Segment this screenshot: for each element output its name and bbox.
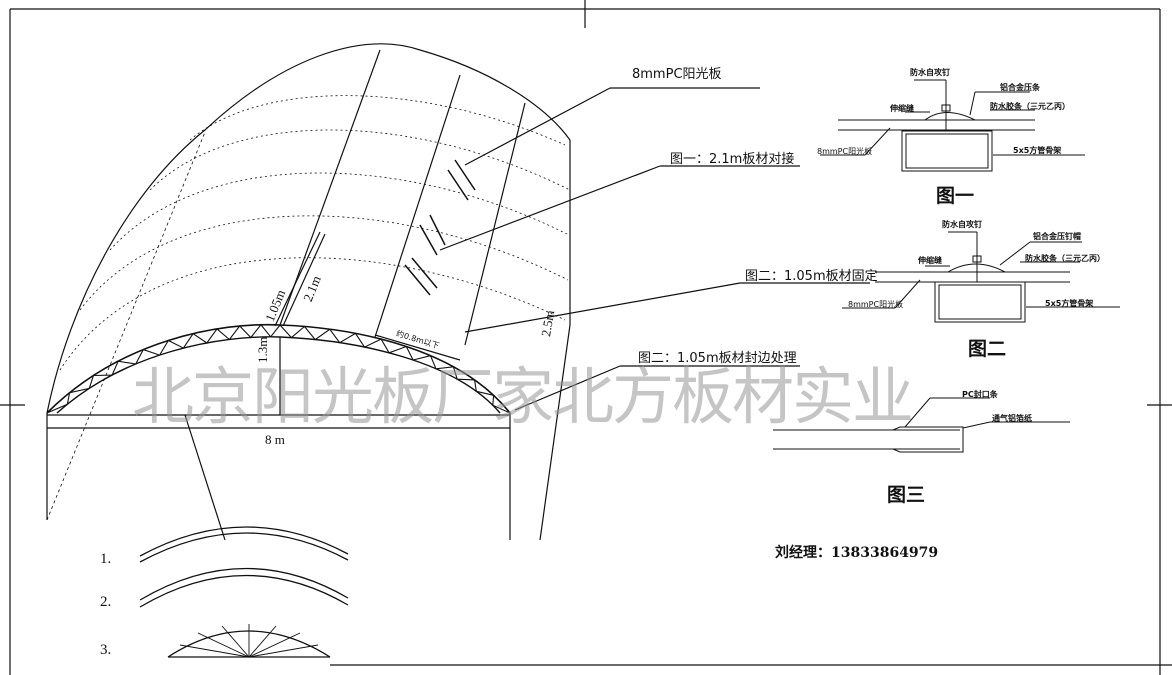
fig3-callout: 图二：1.05m板材封边处理 (638, 351, 797, 366)
fig3-title: 图三 (887, 484, 926, 506)
fig2-section (842, 231, 1120, 323)
truss-type-2-label: 2. (100, 594, 112, 610)
fig2-cap-label: 铝合金压钉帽 (1033, 232, 1081, 241)
fig1-screw-label: 防水自攻钉 (910, 68, 950, 77)
height-dimension: 1.3m (255, 336, 270, 363)
fig2-screw-label: 防水自攻钉 (942, 220, 982, 229)
fig3-seal-strip-label: PC封口条 (962, 390, 998, 399)
fig2-frame-label: 5x5方管骨架 (1045, 299, 1094, 308)
contact-info: 刘经理：13833864979 (775, 545, 939, 561)
fig2-gap-label: 伸缩缝 (918, 256, 942, 265)
fig3-section (773, 397, 1070, 453)
fig1-title: 图一 (936, 185, 975, 207)
fig1-frame-label: 5x5方管骨架 (1013, 146, 1062, 155)
fig1-seal-label: 防水胶条（三元乙丙） (990, 102, 1070, 111)
fig2-callout: 图二：1.05m板材固定 (745, 269, 878, 284)
panel-label: 8mmPC阳光板 (632, 67, 722, 82)
truss-type-1-label: 1. (100, 551, 112, 567)
greenhouse (46, 43, 571, 541)
watermark: 北京阳光板厂家北方板材实业 (132, 360, 914, 433)
fig2-seal-label: 防水胶条（三元乙丙） (1025, 254, 1105, 263)
fig2-panel-label: 8mmPC阳光板 (848, 300, 904, 309)
truss-types (139, 526, 349, 658)
truss-type-3-label: 3. (100, 642, 112, 658)
fig1-panel-label: 8mmPC阳光板 (817, 147, 873, 156)
fig1-callout: 图一：2.1m板材对接 (670, 152, 795, 167)
fig1-section (820, 79, 1085, 172)
width-dimension: 8 m (265, 432, 285, 447)
fig1-gap-label: 伸缩缝 (890, 104, 914, 113)
fig1-strip-label: 铝合金压条 (1000, 83, 1040, 92)
fig2-title: 图二 (968, 338, 1007, 360)
leader-lines (184, 87, 870, 541)
fig3-vent-tape-label: 通气铝箔纸 (992, 414, 1032, 423)
